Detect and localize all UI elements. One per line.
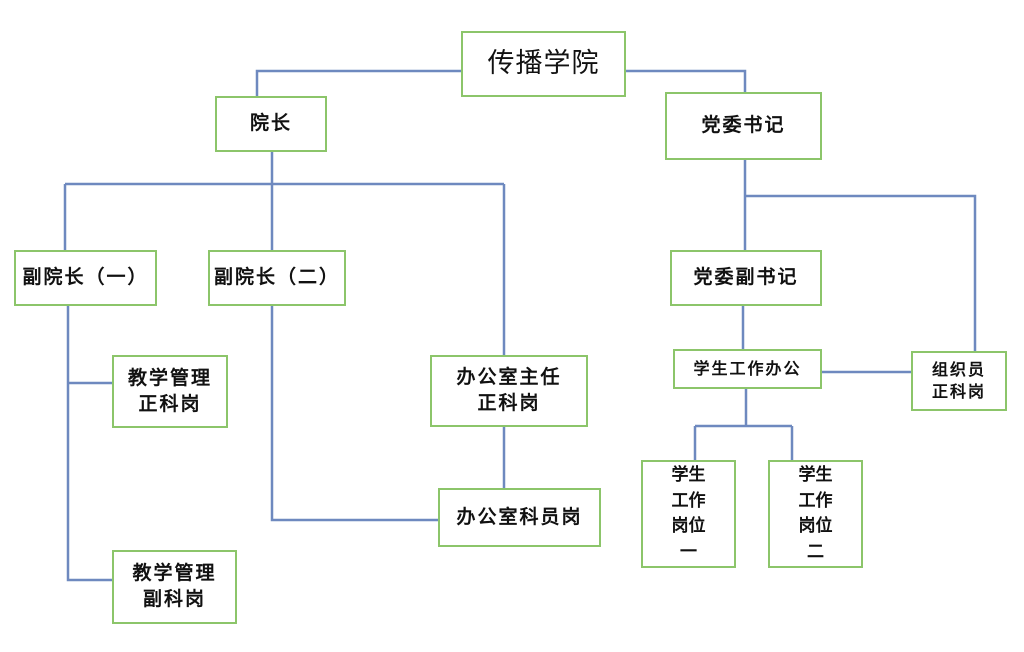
edge-vice-dean-2-office-clerk xyxy=(270,306,438,522)
node-teaching-management-deputy: 教学管理 副科岗 xyxy=(112,550,237,624)
node-organizer: 组织员 正科岗 xyxy=(911,351,1007,411)
node-teaching-management-chief: 教学管理 正科岗 xyxy=(112,355,228,428)
node-office-clerk: 办公室科员岗 xyxy=(438,488,601,547)
node-deputy-party-secretary: 党委副书记 xyxy=(670,250,822,306)
node-party-secretary: 党委书记 xyxy=(665,92,822,160)
node-vice-dean-2: 副院长（二） xyxy=(208,250,346,306)
node-dean: 院长 xyxy=(215,96,327,152)
node-vice-dean-1: 副院长（一） xyxy=(14,250,157,306)
node-student-work-post-2: 学生 工作 岗位 二 xyxy=(768,460,863,568)
edge-party-secretary-organizer xyxy=(745,194,977,351)
node-student-affairs-office: 学生工作办公 xyxy=(673,349,822,389)
node-school-of-communication: 传播学院 xyxy=(461,31,626,97)
edge-root-party-secretary xyxy=(626,69,747,92)
edge-root-dean xyxy=(255,69,461,98)
node-student-work-post-1: 学生 工作 岗位 一 xyxy=(641,460,736,568)
node-office-director: 办公室主任 正科岗 xyxy=(430,355,588,427)
edge-vice-dean-1-trunk xyxy=(66,306,112,582)
